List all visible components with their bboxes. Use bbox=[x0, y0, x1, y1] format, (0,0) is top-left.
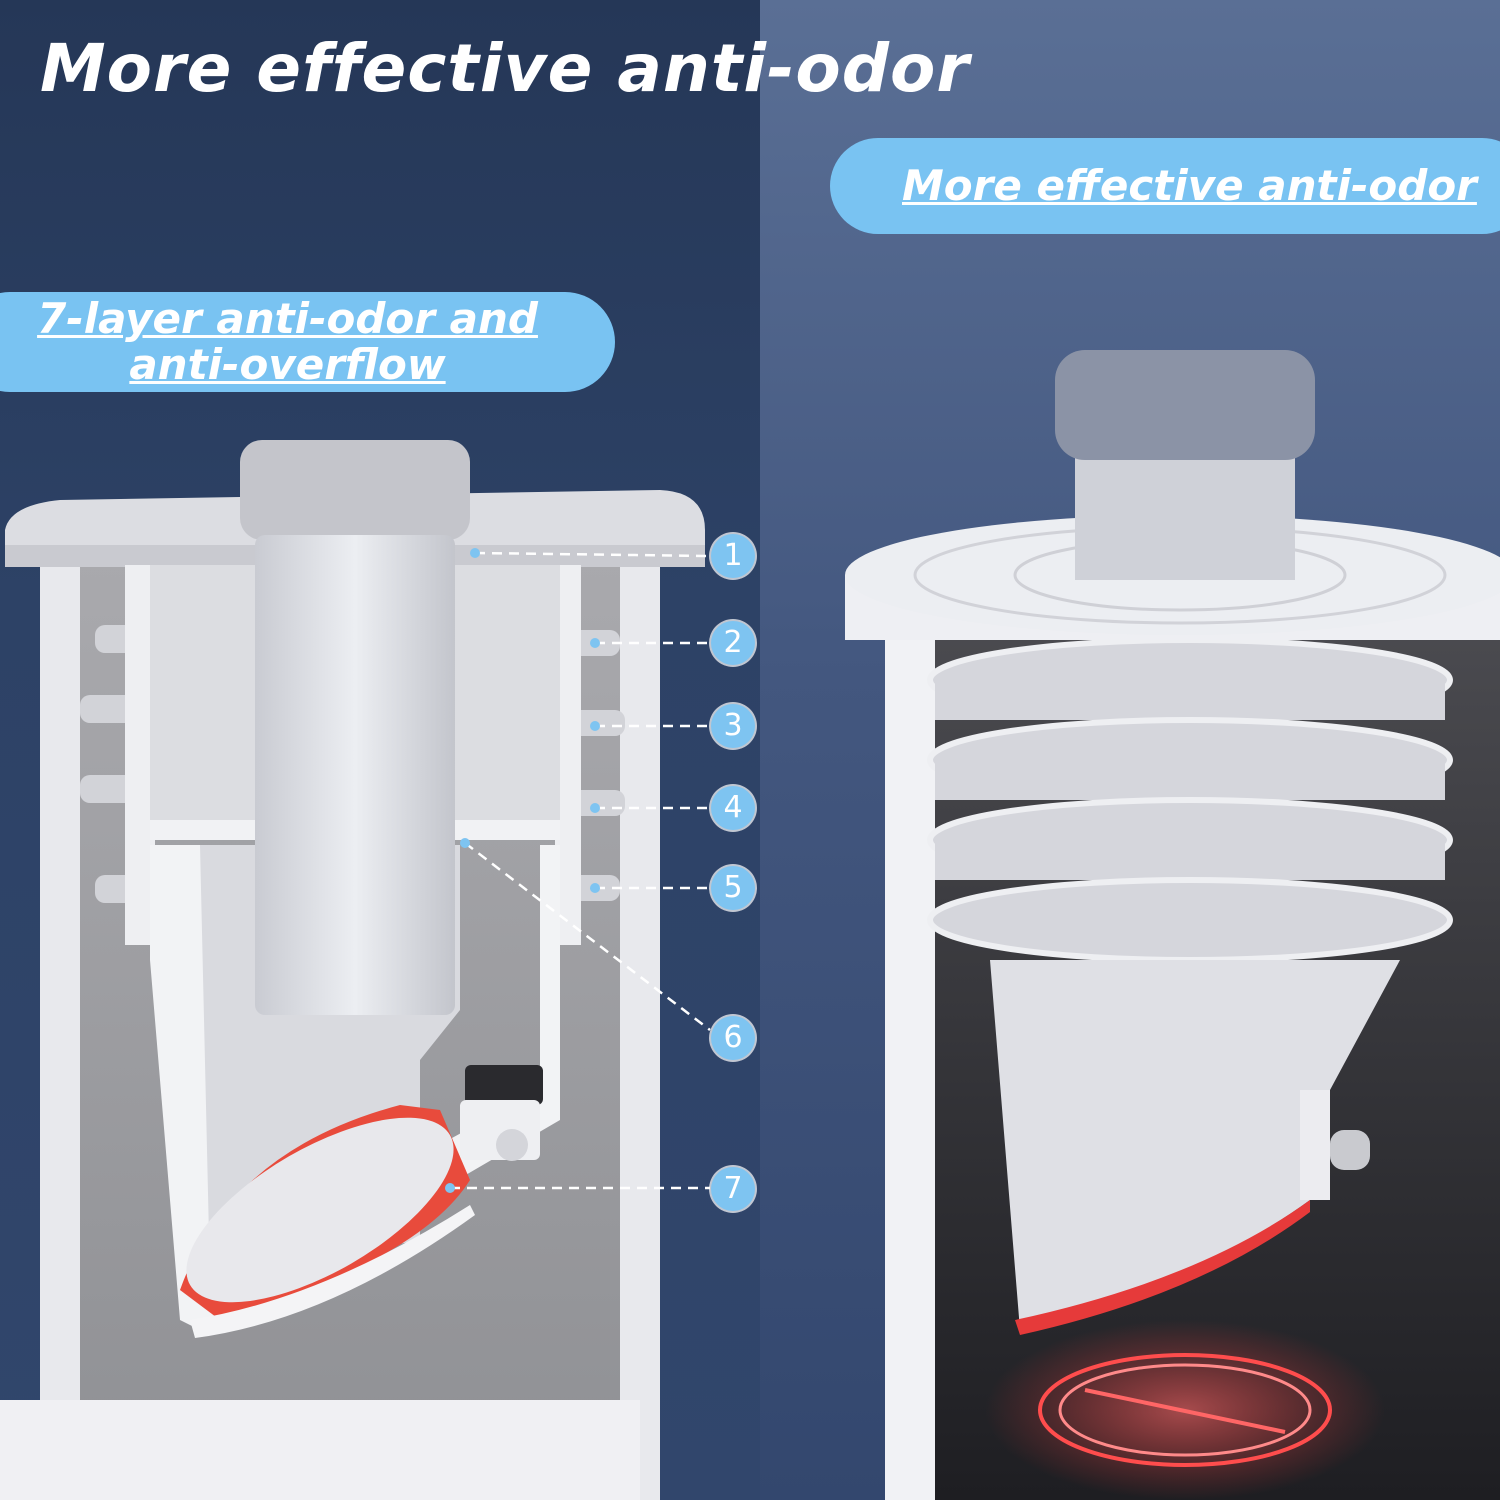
layer-marker-3: 3 bbox=[711, 704, 755, 748]
left-seal-flap bbox=[180, 1105, 475, 1338]
page-title: More effective anti-odor bbox=[40, 30, 970, 107]
leader-dots bbox=[445, 548, 600, 1193]
left-drain-core bbox=[0, 440, 705, 1500]
left-badge-line-2: anti-overflow bbox=[129, 340, 446, 389]
layer-marker-4: 4 bbox=[711, 786, 755, 830]
leader-lines bbox=[450, 551, 711, 1190]
left-feature-badge: 7-layer anti-odor and anti-overflow bbox=[0, 292, 615, 392]
layer-marker-6: 6 bbox=[711, 1016, 755, 1060]
right-drain-core bbox=[845, 350, 1500, 1500]
layer-marker-1: 1 bbox=[711, 534, 755, 578]
layer-marker-2: 2 bbox=[711, 621, 755, 665]
layer-marker-5: 5 bbox=[711, 866, 755, 910]
layer-marker-7: 7 bbox=[711, 1167, 755, 1211]
right-feature-badge: More effective anti-odor bbox=[830, 138, 1500, 234]
left-badge-line-1: 7-layer anti-odor and bbox=[37, 294, 538, 343]
